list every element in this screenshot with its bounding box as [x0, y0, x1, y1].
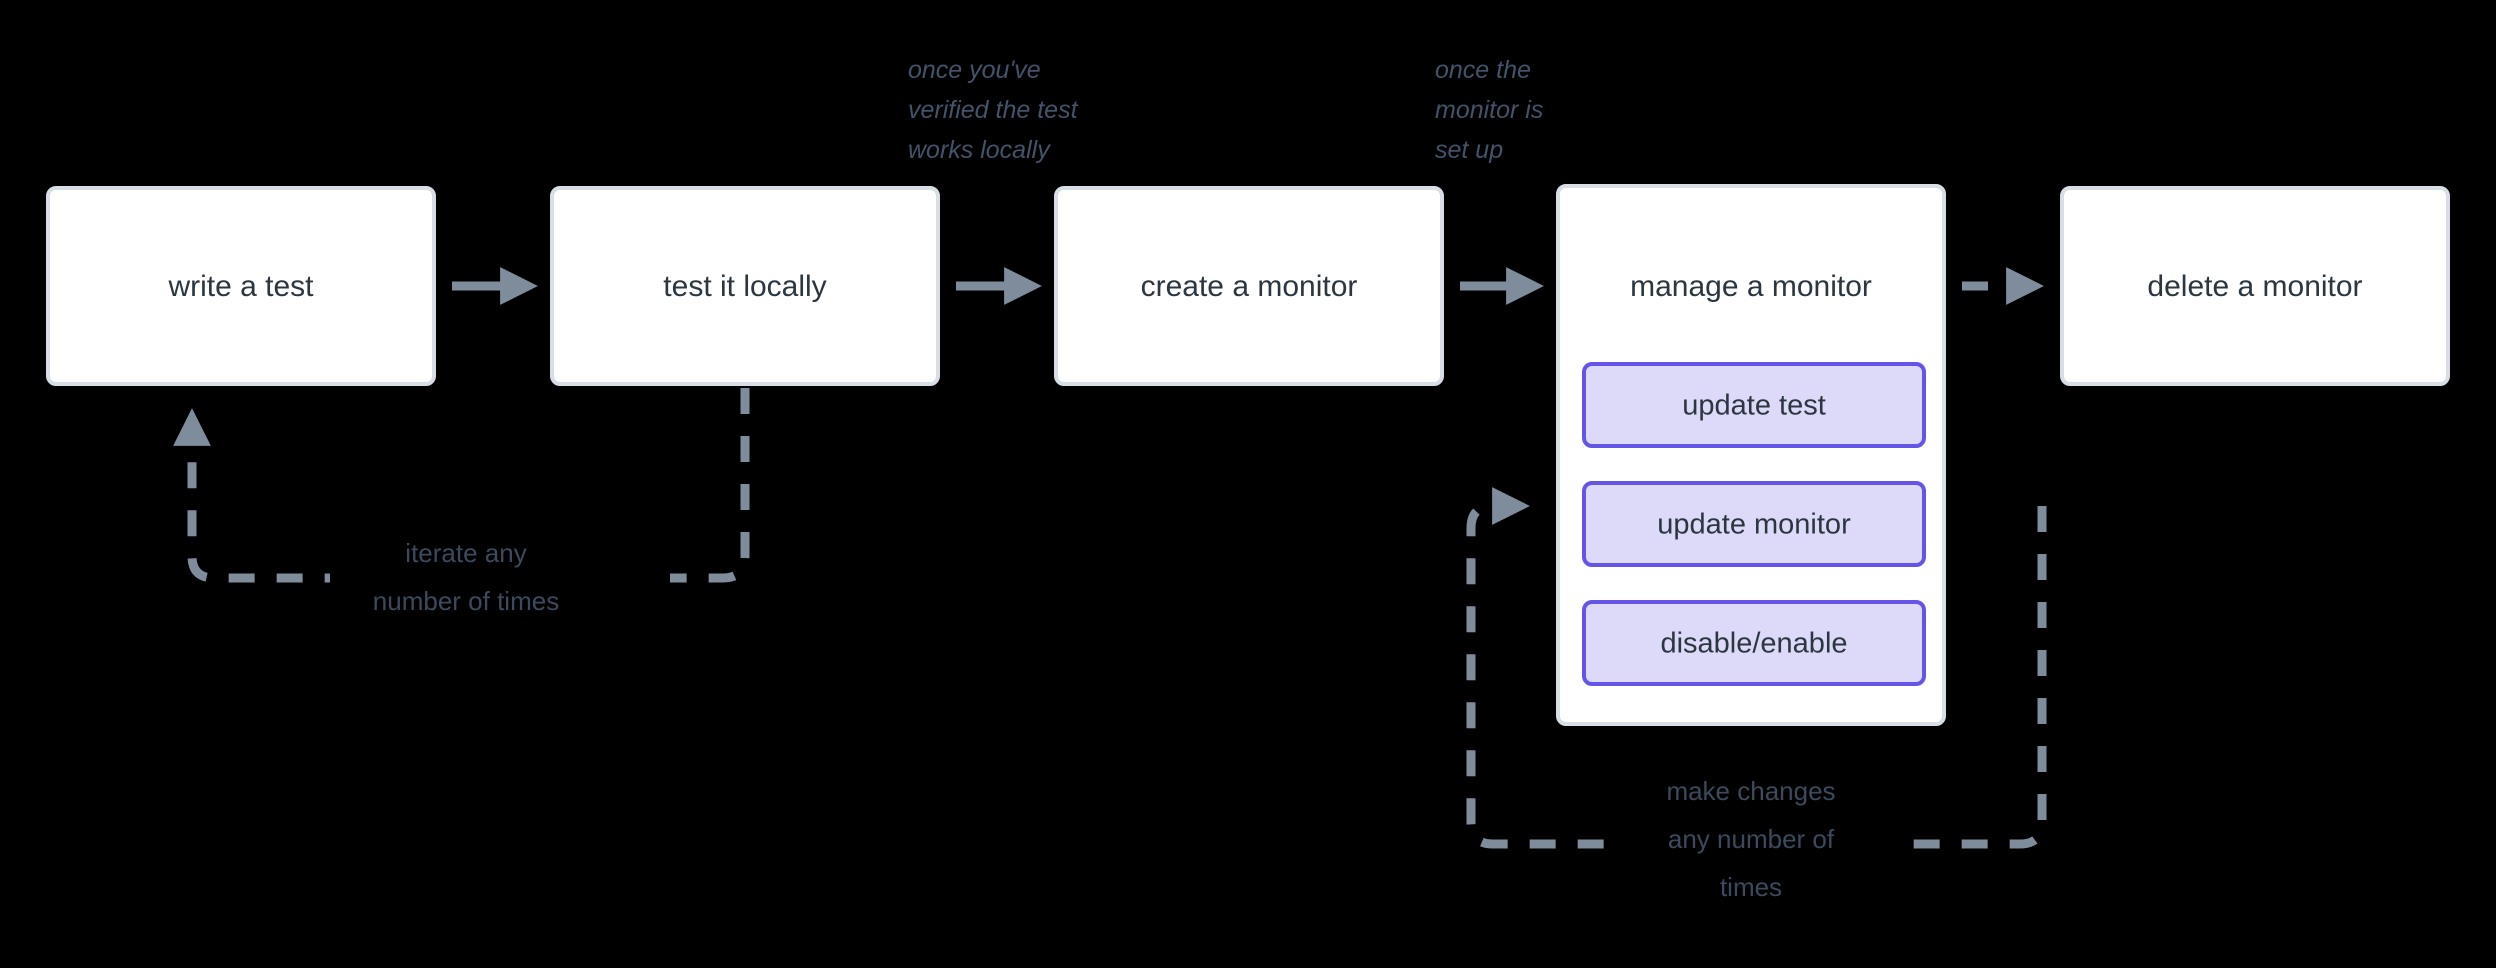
- sub-node-update-test[interactable]: update test: [1582, 362, 1926, 448]
- node-manage-a-monitor[interactable]: manage a monitor update test update moni…: [1556, 184, 1946, 726]
- loop-label-iterate-line-2: number of times: [373, 586, 559, 616]
- node-test-it-locally-label: test it locally: [663, 270, 826, 303]
- sub-node-update-monitor-label: update monitor: [1657, 509, 1851, 541]
- node-write-a-test[interactable]: write a test: [46, 186, 436, 386]
- sub-node-disable-enable-rect[interactable]: [1582, 600, 1926, 686]
- condition-verified-locally: once you've verified the test works loca…: [908, 56, 1079, 164]
- loop-label-iterate-line-1: iterate any: [405, 538, 526, 568]
- node-create-a-monitor-label: create a monitor: [1141, 270, 1358, 303]
- node-create-a-monitor-rect[interactable]: [1054, 186, 1444, 386]
- sub-node-update-monitor[interactable]: update monitor: [1582, 481, 1926, 567]
- condition-verified-locally-line-3: works locally: [908, 136, 1051, 164]
- node-manage-a-monitor-rect[interactable]: [1556, 184, 1946, 726]
- node-delete-a-monitor-rect[interactable]: [2060, 186, 2450, 386]
- node-delete-a-monitor[interactable]: delete a monitor: [2060, 186, 2450, 386]
- condition-monitor-set-up-line-1: once the: [1435, 56, 1531, 84]
- loop-label-make-changes-line-3: times: [1720, 872, 1782, 902]
- node-delete-a-monitor-label: delete a monitor: [2147, 270, 2362, 303]
- node-create-a-monitor[interactable]: create a monitor: [1054, 186, 1444, 386]
- node-test-it-locally[interactable]: test it locally: [550, 186, 940, 386]
- sub-node-disable-enable-label: disable/enable: [1660, 628, 1847, 660]
- condition-monitor-set-up-line-2: monitor is: [1435, 96, 1543, 124]
- sub-node-update-test-label: update test: [1682, 390, 1826, 422]
- loop-label-iterate: iterate any number of times: [330, 530, 670, 620]
- loop-label-make-changes-line-1: make changes: [1666, 776, 1835, 806]
- node-manage-a-monitor-label: manage a monitor: [1630, 270, 1872, 303]
- condition-verified-locally-line-2: verified the test: [908, 96, 1079, 124]
- condition-verified-locally-line-1: once you've: [908, 56, 1041, 84]
- sub-node-update-test-rect[interactable]: [1582, 362, 1926, 448]
- loop-label-iterate-backdrop: [330, 530, 670, 620]
- node-write-a-test-rect[interactable]: [46, 186, 436, 386]
- loop-label-make-changes-line-2: any number of: [1668, 824, 1835, 854]
- sub-node-disable-enable[interactable]: disable/enable: [1582, 600, 1926, 686]
- loop-label-make-changes-backdrop-2: [1612, 818, 1902, 868]
- sub-node-update-monitor-rect[interactable]: [1582, 481, 1926, 567]
- loop-label-make-changes-backdrop: [1612, 768, 1902, 818]
- condition-monitor-set-up: once the monitor is set up: [1435, 56, 1543, 164]
- loop-label-make-changes: make changes any number of times: [1612, 768, 1902, 902]
- condition-monitor-set-up-line-3: set up: [1435, 136, 1503, 164]
- node-test-it-locally-rect[interactable]: [550, 186, 940, 386]
- node-write-a-test-label: write a test: [167, 270, 314, 303]
